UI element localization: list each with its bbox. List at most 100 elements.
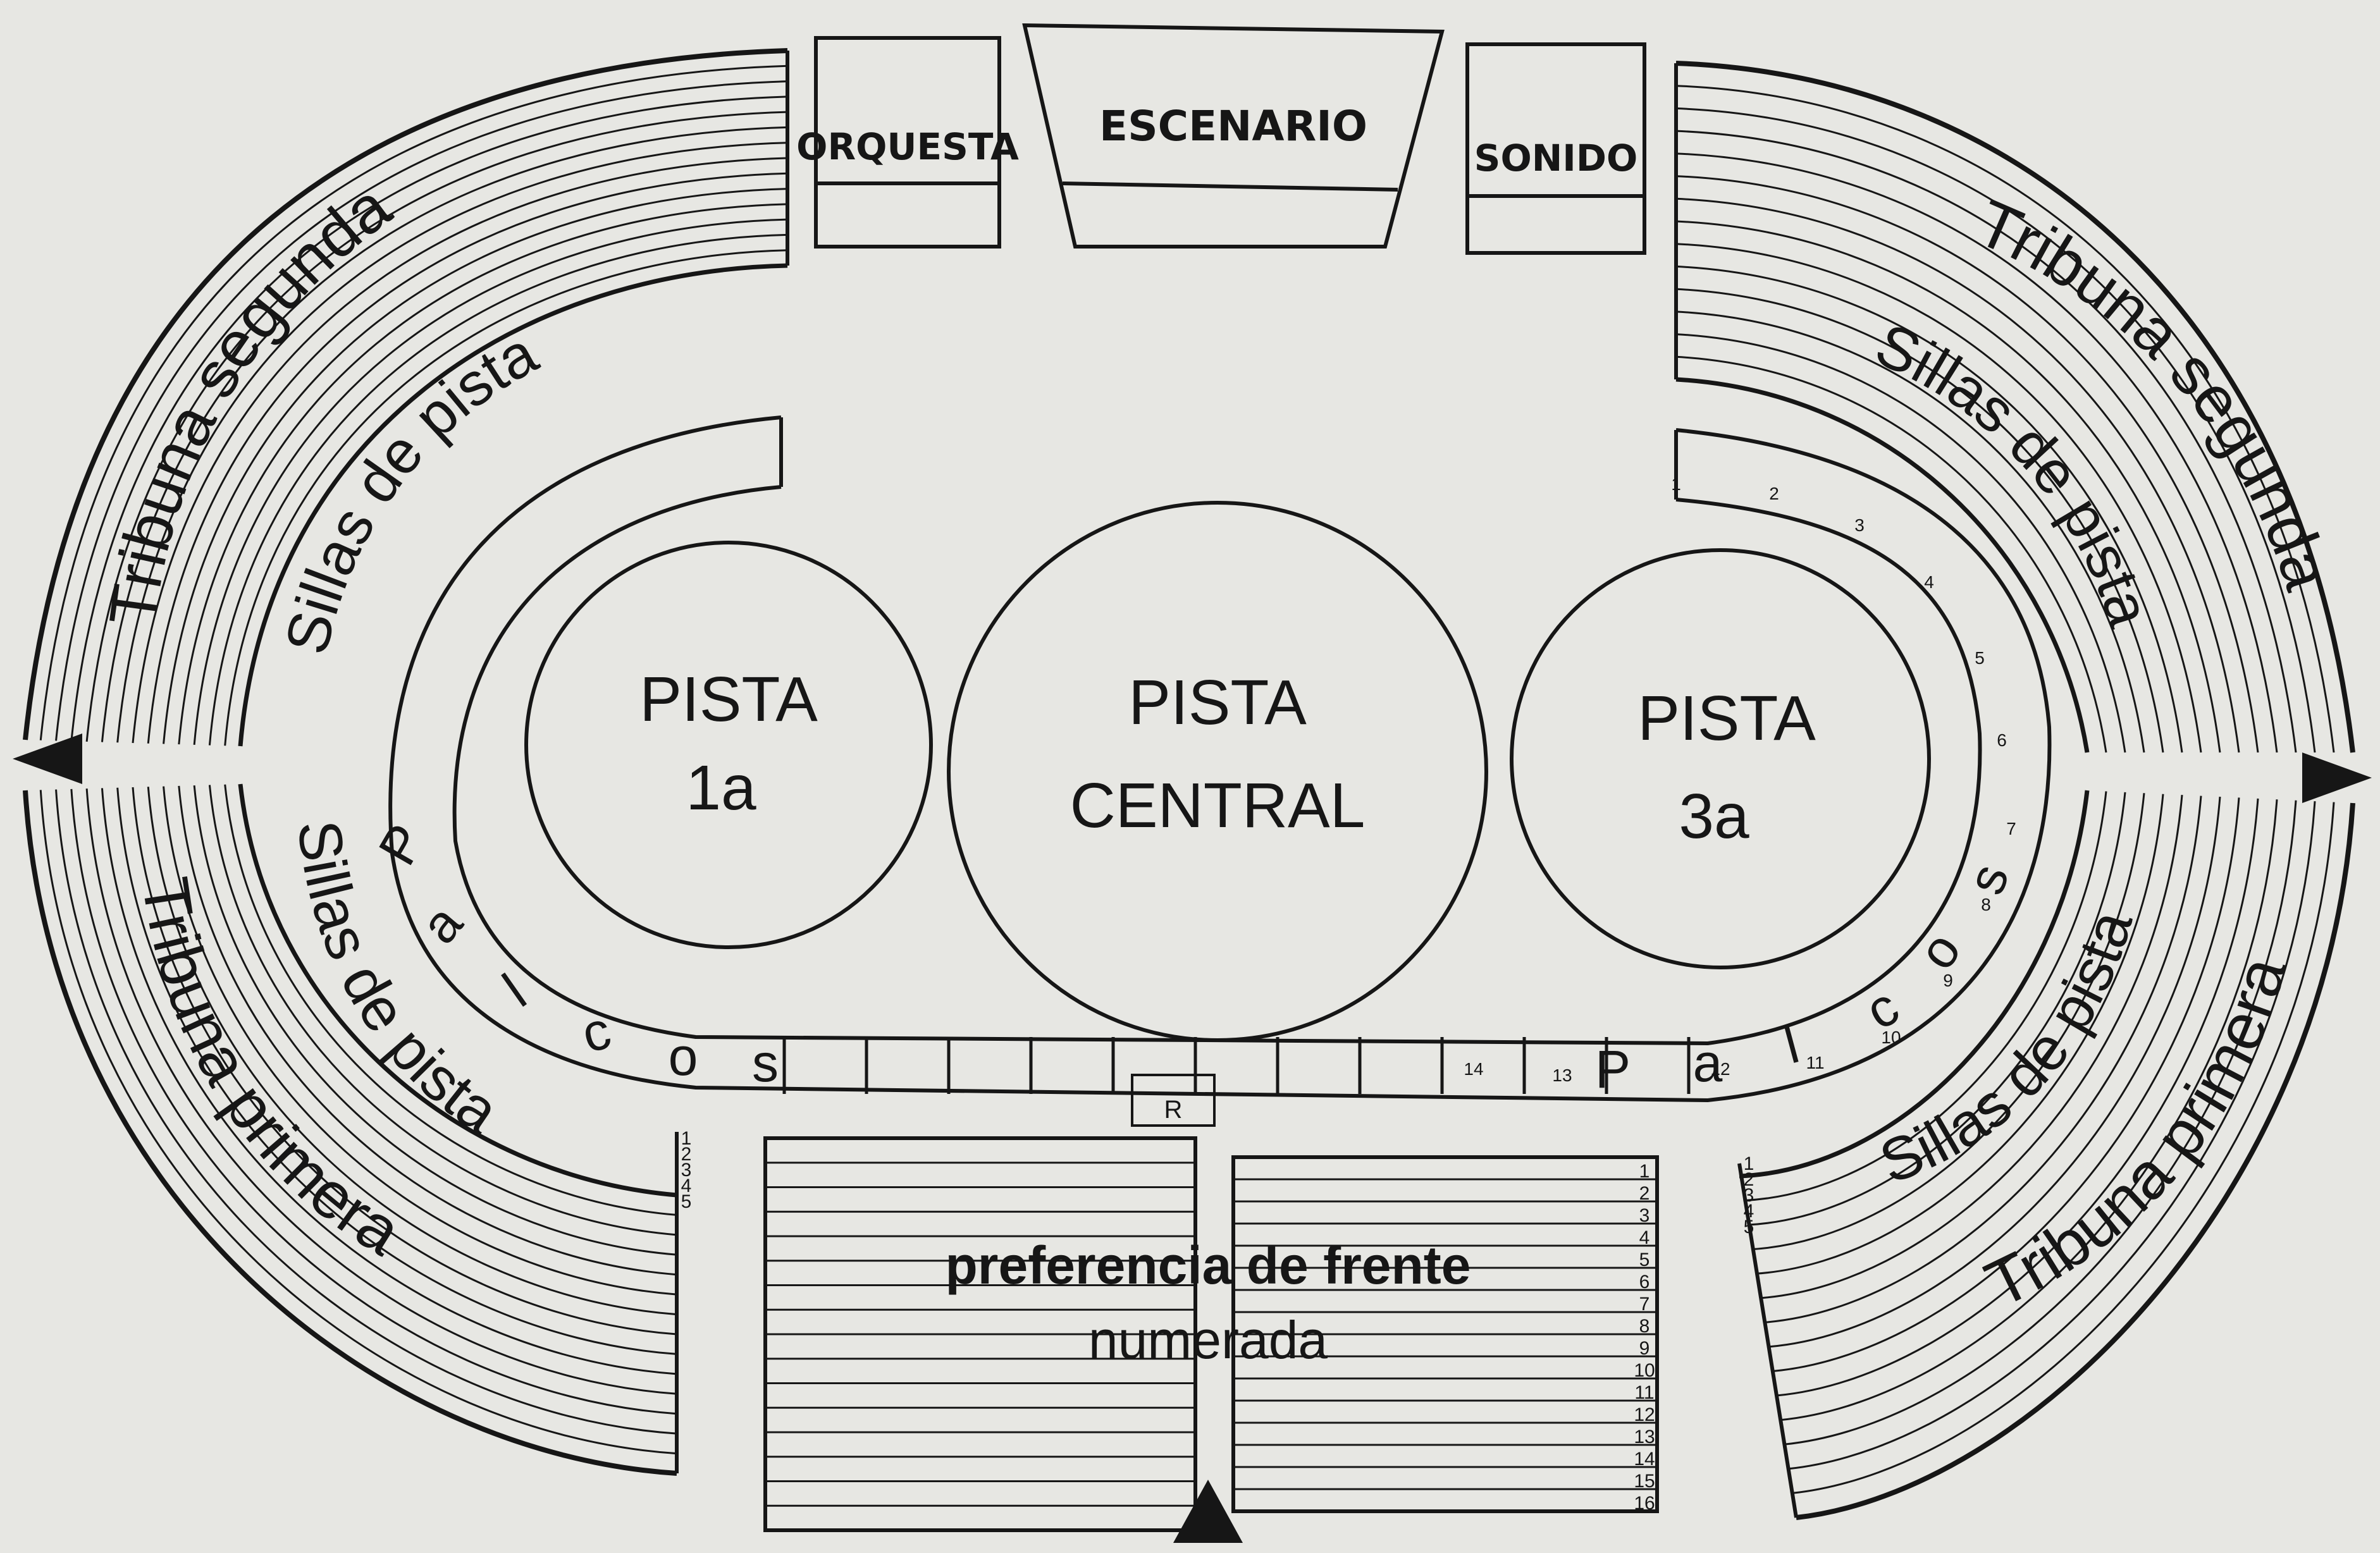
preferencia-row-number: 11 [1634,1382,1654,1403]
preferencia-row-number: 9 [1639,1338,1650,1359]
sillas-de-pista-top-left-label: Sillas de pista [273,319,548,660]
preferencia-row-number: 10 [1634,1360,1655,1381]
tribuna-row-line [101,788,677,1375]
tribuna-row-line [1775,798,2259,1397]
sillas-row-number: 3 [681,1160,692,1181]
preferencia-row-number: 14 [1634,1449,1655,1470]
tribuna-row-line [1767,796,2221,1348]
preferencia-row-number: 15 [1634,1471,1655,1492]
tribuna-row-line [132,157,788,744]
escenario-label: ESCENARIO [1099,102,1367,150]
tribuna-row-line [1747,792,2126,1226]
tribuna-row-line [1675,265,2183,753]
tribuna-row-line [163,188,788,744]
palcos-letter: o [1906,921,1972,979]
tribuna-row-line [1772,797,2240,1373]
tribuna-row-line [1675,220,2221,753]
sonido-label: SONIDO [1474,137,1638,180]
palco-number: 11 [1806,1053,1824,1072]
tribuna-row-line [193,218,788,745]
tribuna-row-line [39,790,677,1455]
pista-central-label: PISTA [1128,667,1307,738]
palco-number: 8 [1981,895,1991,914]
preferencia-row-number: 12 [1634,1404,1655,1425]
tribuna-row-line [224,784,677,1216]
sillas-row-number: 5 [1744,1217,1754,1237]
palco-number: 3 [1854,515,1865,535]
preferencia-row-number: 5 [1639,1249,1650,1270]
tribuna-row-line [1675,310,2145,753]
palco-number: 5 [1975,648,1985,668]
preferencia-label: preferencia de frente [946,1236,1471,1295]
tribuna-row-line [116,787,677,1355]
tribuna-row-line [1675,85,2335,753]
sillas-row-number: 4 [681,1175,692,1196]
sillas-row-number: 4 [1744,1201,1754,1222]
pista-1-label: PISTA [639,664,818,735]
palco-number: 14 [1464,1059,1483,1079]
tribuna-row-line [1751,793,2145,1251]
preferencia-row-number: 3 [1639,1205,1650,1226]
tribuna-row-line [101,126,788,742]
tribuna-row-line [55,80,788,741]
pista-1-number: 1a [686,752,756,823]
pista-central-name: CENTRAL [1070,770,1366,841]
palcos-letter: P [1595,1040,1631,1099]
tribuna-row-line [1675,107,2316,753]
pista-central-ring [947,501,1488,1042]
pista-3-number: 3a [1679,781,1749,852]
tribuna-row-line [85,111,788,742]
tribuna-row-line [1760,795,2183,1299]
preferencia-row-number: 4 [1639,1227,1650,1248]
tribuna-row-line [116,142,788,743]
tribuna-row-line [1675,152,2278,753]
palcos-letter: l [493,962,536,1018]
tribuna-row-line [1675,243,2202,753]
tribuna-row-line [147,787,677,1316]
tribuna-row-line [1755,794,2164,1275]
tribuna-row-line [1675,288,2164,753]
royal-box [1131,1074,1216,1127]
tribuna-row-line [208,785,677,1236]
palcos-letter: s [752,1033,779,1093]
preferencia-row-number: 13 [1634,1427,1655,1447]
tribuna-row-line [39,64,788,740]
palco-number: 12 [1710,1059,1730,1079]
tribuna-row-line [1675,197,2240,753]
palco-number: 13 [1552,1065,1572,1085]
sillas-row-number: 3 [1744,1185,1754,1206]
palco-number: 7 [2006,819,2016,838]
palco-number: 1 [1671,474,1681,494]
palcos-letter: P [367,814,436,875]
tribuna-row-line [70,789,677,1415]
tribuna-row-line [163,786,677,1296]
preferencia-row-number: 6 [1639,1272,1650,1292]
tribuna-row-line [224,249,788,746]
sillas-row-number: 2 [681,1144,692,1165]
tribuna-row-line [1780,799,2278,1421]
tribuna-row-line [178,203,788,745]
sillas-row-number: 1 [1744,1153,1754,1174]
palco-number: 2 [1769,484,1779,503]
palco-number: 4 [1924,572,1934,592]
tribuna-row-line [208,233,788,746]
tribuna-row-line [132,787,677,1335]
palcos-letter: c [576,1000,617,1064]
entrance-arrow-bottom [1173,1480,1243,1543]
palco-number: 9 [1943,971,1953,990]
tribuna-row-line [1675,333,2126,753]
tribuna-primera-right-label: Tribuna primera [1975,949,2300,1322]
entrance-arrow-right [2302,752,2372,803]
palco-number: 10 [1881,1028,1901,1047]
sillas-de-pista-bottom-left-label: Sillas de pista [285,817,511,1146]
palcos-letter: a [1693,1033,1723,1093]
pista-3-label: PISTA [1637,683,1816,754]
tribuna-row-line [55,789,677,1435]
preferencia-row-number: 2 [1639,1183,1650,1204]
preferencia-row-number: 16 [1634,1493,1655,1514]
tribuna-row-line [1787,801,2316,1470]
preferencia-row-number: 8 [1639,1316,1650,1337]
